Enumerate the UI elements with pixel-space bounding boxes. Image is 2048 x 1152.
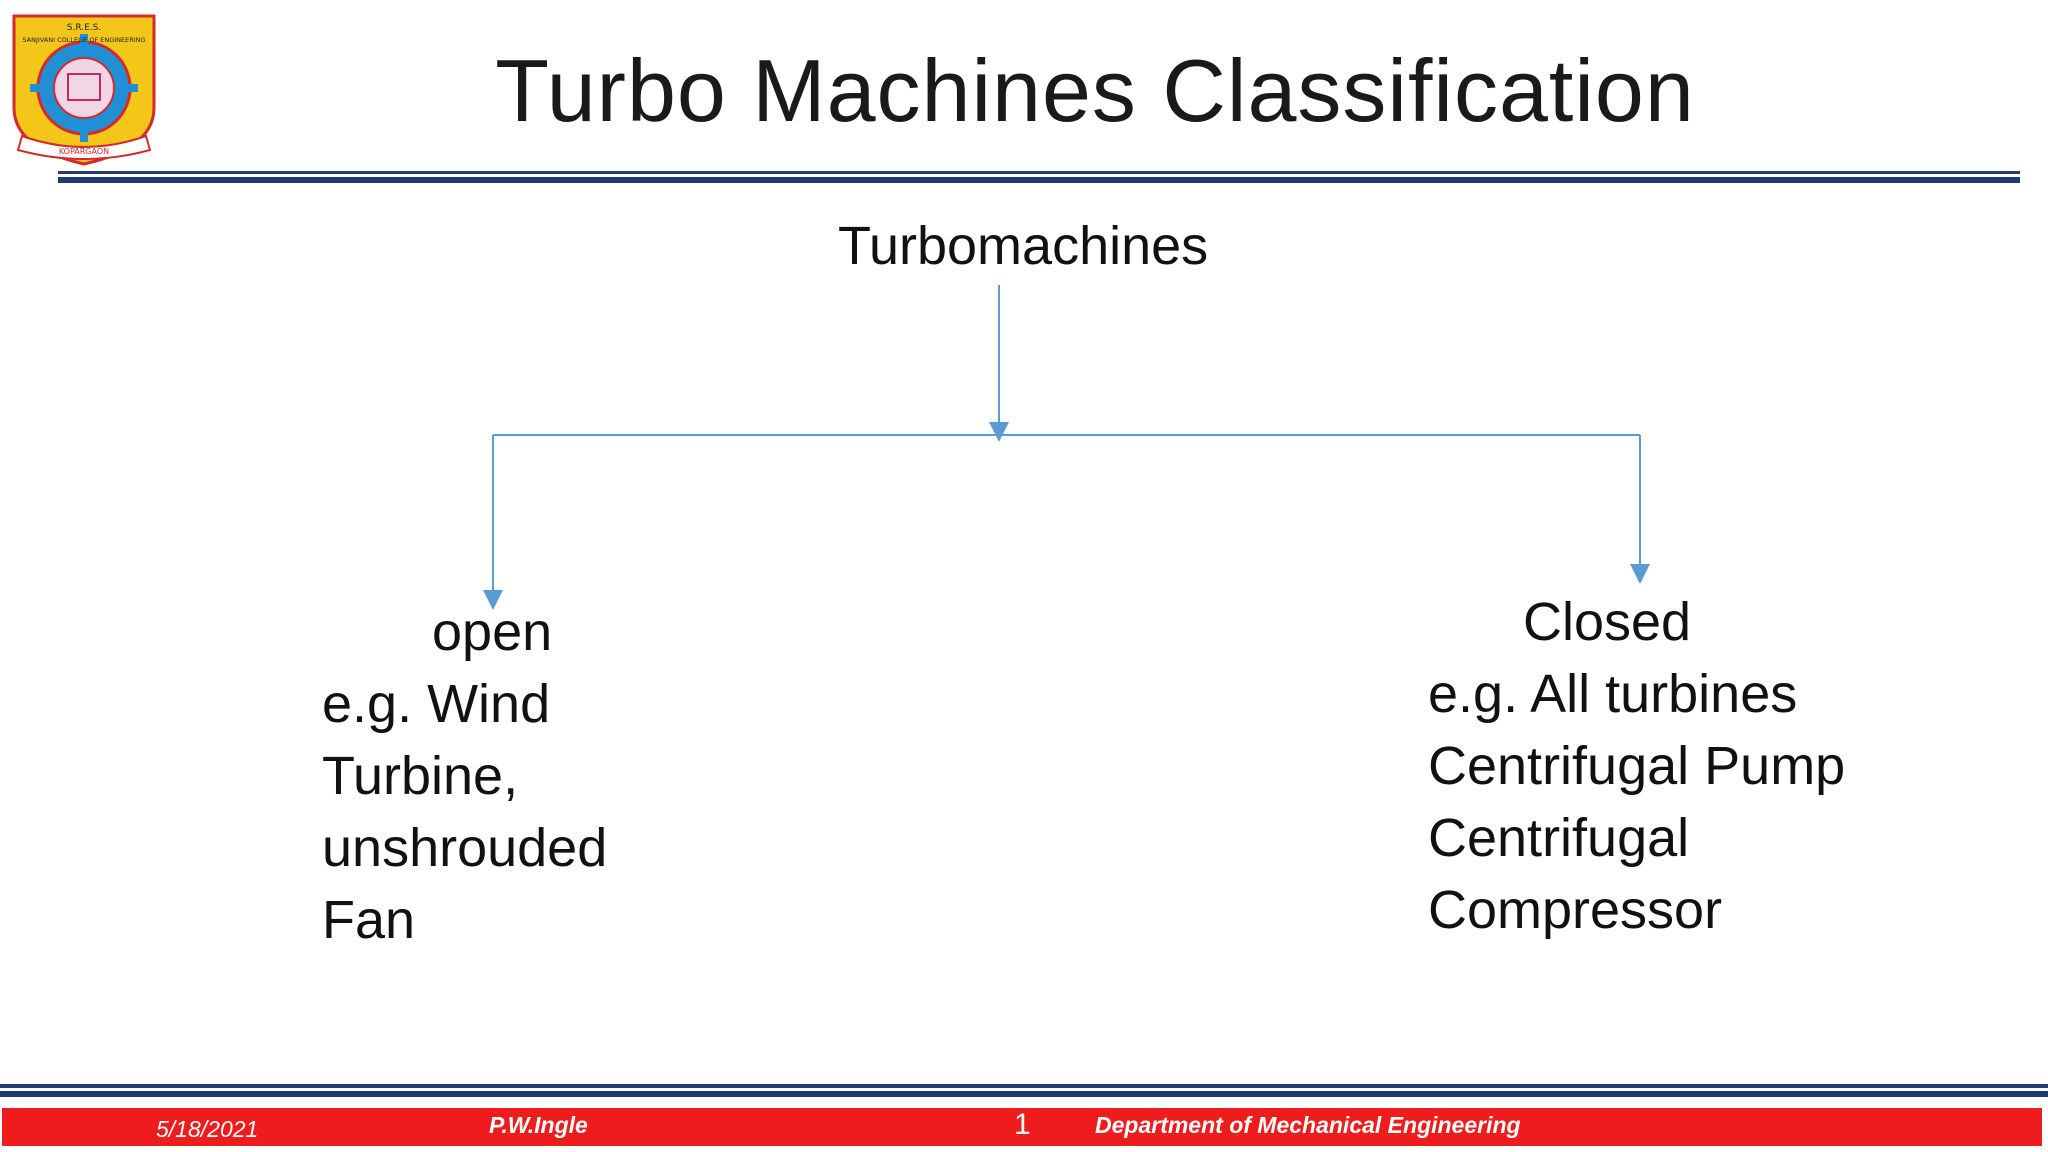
footer-date: 5/18/2021 [156, 1116, 259, 1142]
open-heading: open [432, 602, 553, 662]
open-line: unshrouded [322, 818, 608, 878]
logo-top-text: S.R.E.S. [67, 23, 102, 33]
footer-department: Department of Mechanical Engineering [1095, 1112, 1521, 1138]
slide-title: Turbo Machines Classification [495, 41, 1695, 140]
root-node: Turbomachines [838, 216, 1209, 276]
title-divider-thick [58, 177, 2020, 183]
closed-line: e.g. All turbines [1428, 664, 1798, 724]
footer-page-number: 1 [1014, 1108, 1031, 1141]
open-line: Turbine, [322, 746, 519, 806]
open-line: e.g. Wind [322, 674, 551, 734]
open-line: Fan [322, 890, 416, 950]
open-type-node: open e.g. Wind Turbine, unshrouded Fan [322, 596, 607, 956]
closed-line: Centrifugal [1428, 808, 1690, 868]
closed-line: Centrifugal Pump [1428, 736, 1846, 796]
closed-type-node: Closed e.g. All turbines Centrifugal Pum… [1428, 586, 1845, 946]
logo-ring-text: SANJIVANI COLLEGE OF ENGINEERING [22, 36, 145, 44]
footer-bar: 5/18/2021 P.W.Ingle 1 Department of Mech… [2, 1108, 2042, 1146]
title-divider [58, 171, 2020, 174]
footer-divider-thick [0, 1091, 2048, 1097]
logo-ribbon-text: KOPARGAON [59, 147, 109, 156]
closed-heading: Closed [1523, 592, 1692, 652]
closed-line: Compressor [1428, 880, 1723, 940]
footer-divider [0, 1084, 2048, 1088]
footer-author: P.W.Ingle [489, 1112, 588, 1138]
college-logo: S.R.E.S. SANJIVANI COLLEGE OF ENGINEERIN… [12, 14, 156, 166]
